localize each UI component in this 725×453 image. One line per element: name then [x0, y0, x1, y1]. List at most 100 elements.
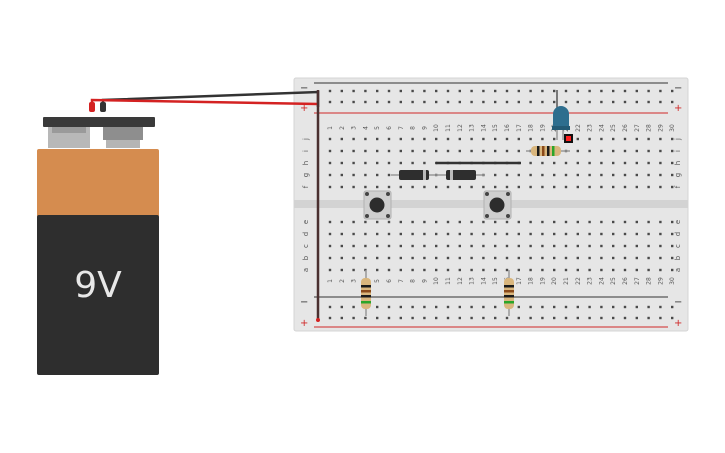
grid-hole-a[interactable]	[612, 268, 615, 272]
grid-hole-b[interactable]	[564, 256, 568, 260]
top-plus-rail-hole[interactable]	[517, 100, 520, 104]
top-plus-rail-hole[interactable]	[399, 100, 402, 104]
grid-hole-g[interactable]	[659, 173, 662, 177]
grid-hole-e[interactable]	[576, 220, 579, 224]
top-minus-rail-hole[interactable]	[505, 89, 509, 93]
grid-hole-f[interactable]	[340, 185, 343, 189]
grid-hole-g[interactable]	[517, 173, 520, 177]
grid-hole-h[interactable]	[423, 161, 426, 165]
grid-hole-a[interactable]	[387, 268, 391, 272]
bottom-minus-rail-hole[interactable]	[553, 305, 556, 309]
bottom-minus-rail-hole[interactable]	[340, 305, 343, 309]
grid-hole-a[interactable]	[376, 268, 379, 272]
bottom-plus-rail-hole[interactable]	[529, 316, 532, 320]
grid-hole-b[interactable]	[659, 256, 662, 260]
grid-hole-a[interactable]	[564, 268, 568, 272]
bottom-minus-rail-hole[interactable]	[659, 305, 662, 309]
top-minus-rail-hole[interactable]	[588, 89, 591, 93]
grid-hole-b[interactable]	[340, 256, 343, 260]
grid-hole-b[interactable]	[482, 256, 485, 260]
grid-hole-b[interactable]	[387, 256, 391, 260]
grid-hole-h[interactable]	[588, 161, 591, 165]
grid-hole-b[interactable]	[671, 256, 674, 260]
grid-hole-e[interactable]	[517, 220, 520, 224]
bottom-minus-rail-hole[interactable]	[623, 305, 627, 309]
grid-hole-f[interactable]	[399, 185, 402, 189]
grid-hole-j[interactable]	[482, 137, 485, 141]
bottom-minus-rail-hole[interactable]	[399, 305, 402, 309]
grid-hole-b[interactable]	[446, 256, 450, 260]
grid-hole-j[interactable]	[446, 137, 450, 141]
grid-hole-j[interactable]	[399, 137, 402, 141]
bottom-minus-rail-hole[interactable]	[576, 305, 579, 309]
grid-hole-e[interactable]	[647, 220, 650, 224]
grid-hole-d[interactable]	[553, 232, 556, 236]
grid-hole-h[interactable]	[376, 161, 379, 165]
grid-hole-a[interactable]	[671, 268, 674, 272]
bottom-plus-rail-hole[interactable]	[659, 316, 662, 320]
grid-hole-e[interactable]	[411, 220, 414, 224]
grid-hole-a[interactable]	[435, 268, 438, 272]
grid-hole-d[interactable]	[564, 232, 568, 236]
bottom-plus-rail-hole[interactable]	[399, 316, 402, 320]
grid-hole-d[interactable]	[411, 232, 414, 236]
top-minus-rail-hole[interactable]	[623, 89, 627, 93]
grid-hole-d[interactable]	[328, 232, 332, 236]
grid-hole-g[interactable]	[364, 173, 367, 177]
top-plus-rail-hole[interactable]	[553, 100, 556, 104]
grid-hole-b[interactable]	[411, 256, 414, 260]
grid-hole-j[interactable]	[612, 137, 615, 141]
positive-wire[interactable]	[90, 98, 319, 108]
grid-hole-a[interactable]	[588, 268, 591, 272]
battery-wires[interactable]	[89, 90, 320, 322]
grid-hole-e[interactable]	[553, 220, 556, 224]
grid-hole-f[interactable]	[529, 185, 532, 189]
top-plus-rail-hole[interactable]	[659, 100, 662, 104]
bottom-plus-rail-hole[interactable]	[340, 316, 343, 320]
top-plus-rail-hole[interactable]	[352, 100, 355, 104]
grid-hole-d[interactable]	[647, 232, 650, 236]
grid-hole-g[interactable]	[553, 173, 556, 177]
grid-hole-h[interactable]	[564, 161, 568, 165]
grid-hole-e[interactable]	[612, 220, 615, 224]
top-plus-rail-hole[interactable]	[364, 100, 367, 104]
top-minus-rail-hole[interactable]	[671, 89, 674, 93]
bottom-plus-rail-hole[interactable]	[564, 316, 568, 320]
grid-hole-c[interactable]	[470, 244, 473, 248]
grid-hole-b[interactable]	[529, 256, 532, 260]
grid-hole-d[interactable]	[600, 232, 603, 236]
grid-hole-e[interactable]	[564, 220, 568, 224]
grid-hole-i[interactable]	[423, 149, 426, 153]
grid-hole-f[interactable]	[588, 185, 591, 189]
top-minus-rail-hole[interactable]	[364, 89, 367, 93]
grid-hole-f[interactable]	[470, 185, 473, 189]
bottom-minus-rail-hole[interactable]	[588, 305, 591, 309]
bottom-plus-rail-hole[interactable]	[623, 316, 627, 320]
bottom-plus-rail-hole[interactable]	[423, 316, 426, 320]
bottom-minus-rail-hole[interactable]	[647, 305, 650, 309]
grid-hole-a[interactable]	[494, 268, 497, 272]
top-minus-rail-hole[interactable]	[387, 89, 391, 93]
bottom-minus-rail-hole[interactable]	[458, 305, 461, 309]
bottom-minus-rail-hole[interactable]	[423, 305, 426, 309]
diode-1[interactable]	[391, 170, 436, 180]
grid-hole-b[interactable]	[553, 256, 556, 260]
bottom-minus-rail-hole[interactable]	[446, 305, 450, 309]
grid-hole-f[interactable]	[576, 185, 579, 189]
top-plus-rail-hole[interactable]	[470, 100, 473, 104]
grid-hole-j[interactable]	[600, 137, 603, 141]
bottom-plus-rail-hole[interactable]	[517, 316, 520, 320]
grid-hole-d[interactable]	[387, 232, 391, 236]
bottom-minus-rail-hole[interactable]	[387, 305, 391, 309]
grid-hole-c[interactable]	[635, 244, 638, 248]
grid-hole-a[interactable]	[470, 268, 473, 272]
grid-hole-c[interactable]	[588, 244, 591, 248]
grid-hole-b[interactable]	[623, 256, 627, 260]
grid-hole-f[interactable]	[623, 185, 627, 189]
top-plus-rail-hole[interactable]	[623, 100, 627, 104]
grid-hole-j[interactable]	[435, 137, 438, 141]
grid-hole-e[interactable]	[352, 220, 355, 224]
grid-hole-i[interactable]	[659, 149, 662, 153]
grid-hole-i[interactable]	[671, 149, 674, 153]
top-minus-rail-hole[interactable]	[411, 89, 414, 93]
